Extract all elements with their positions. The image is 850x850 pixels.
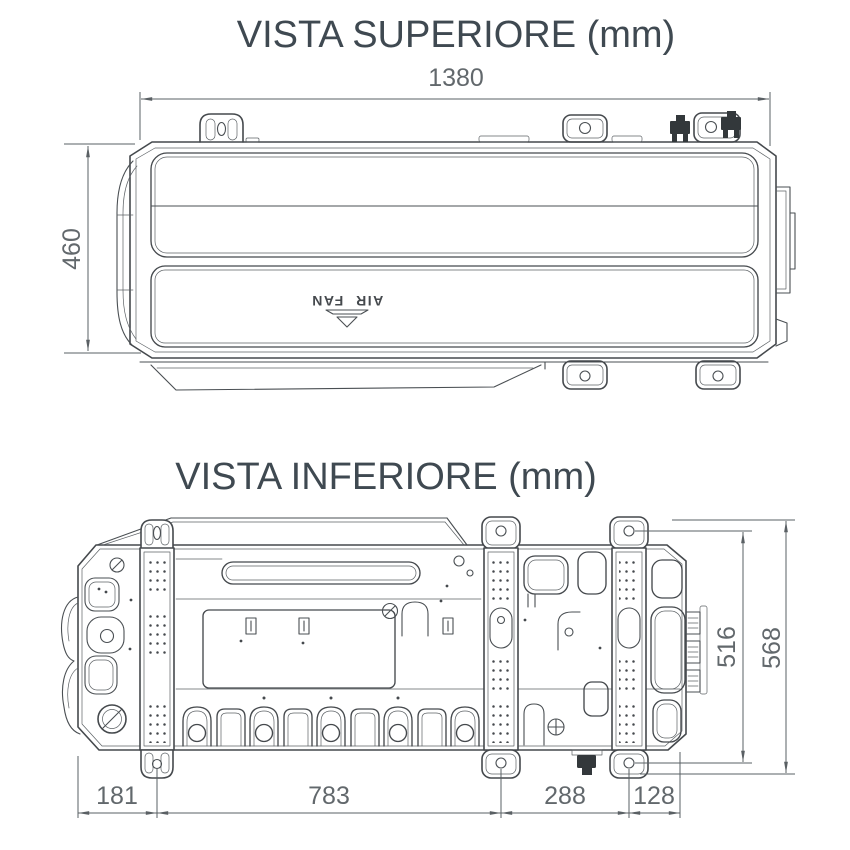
mounting-rail-2 (481, 516, 521, 779)
upper-panel (150, 152, 759, 258)
mounting-hole (495, 525, 507, 537)
side-port (775, 186, 796, 347)
segment-dimension-label: 288 (544, 782, 586, 810)
air-fan-label: AIR FAN (311, 293, 384, 309)
vent-arches (182, 681, 682, 747)
unit-body-top-view (116, 141, 777, 363)
vent-slot (221, 561, 421, 585)
top-width-dimension: 1380 (139, 64, 771, 146)
connector-plug-icon (670, 115, 690, 142)
segment-dimension-label: 128 (633, 782, 675, 810)
overall-height-dimension-label: 568 (758, 627, 786, 669)
air-fan-marking: AIR FAN (311, 293, 384, 328)
inner-height-dimension-label: 516 (713, 626, 741, 668)
lower-panel (150, 265, 759, 348)
condenser-shroud (150, 361, 546, 391)
bottom-view-drawing: VISTA INFERIORE (mm) (60, 456, 795, 818)
top-width-dimension-label: 1380 (428, 64, 484, 92)
segment-dimension-label: 783 (308, 782, 350, 810)
mounting-hole (495, 757, 507, 769)
segment-dimension-label: 181 (96, 782, 138, 810)
bottom-dimension-chain: 181 783 288 128 (77, 752, 681, 818)
height-dimension-516: 516 (635, 530, 752, 764)
top-height-dimension-label: 460 (58, 228, 86, 270)
air-flow-arrow-icon (325, 309, 369, 315)
right-connector-blocks (685, 605, 708, 695)
top-height-dimension: 460 (58, 143, 141, 354)
bottom-view-title: VISTA INFERIORE (mm) (175, 456, 597, 498)
bottom-mounting-brackets (562, 360, 741, 390)
mounting-hole (623, 525, 635, 537)
mounting-rail-1 (139, 519, 175, 779)
drain-plug (571, 749, 603, 775)
left-panel-details (84, 557, 133, 734)
mounting-bracket (562, 114, 608, 143)
top-mounting-brackets (199, 112, 741, 143)
mounting-hole (151, 758, 163, 770)
mounting-bracket (199, 113, 244, 143)
power-connectors (670, 111, 741, 142)
mounting-hole (623, 757, 635, 769)
base-plate (60, 517, 687, 751)
access-panel (202, 609, 396, 689)
left-end-cap (116, 160, 138, 346)
connector-plug-icon (721, 111, 741, 138)
mounting-rail-3 (609, 516, 649, 779)
top-view-drawing: VISTA SUPERIORE (mm) 1380 460 (58, 14, 796, 391)
top-view-title: VISTA SUPERIORE (mm) (237, 14, 675, 56)
center-plate-details (175, 551, 686, 694)
height-dimension-568: 568 (640, 519, 795, 775)
